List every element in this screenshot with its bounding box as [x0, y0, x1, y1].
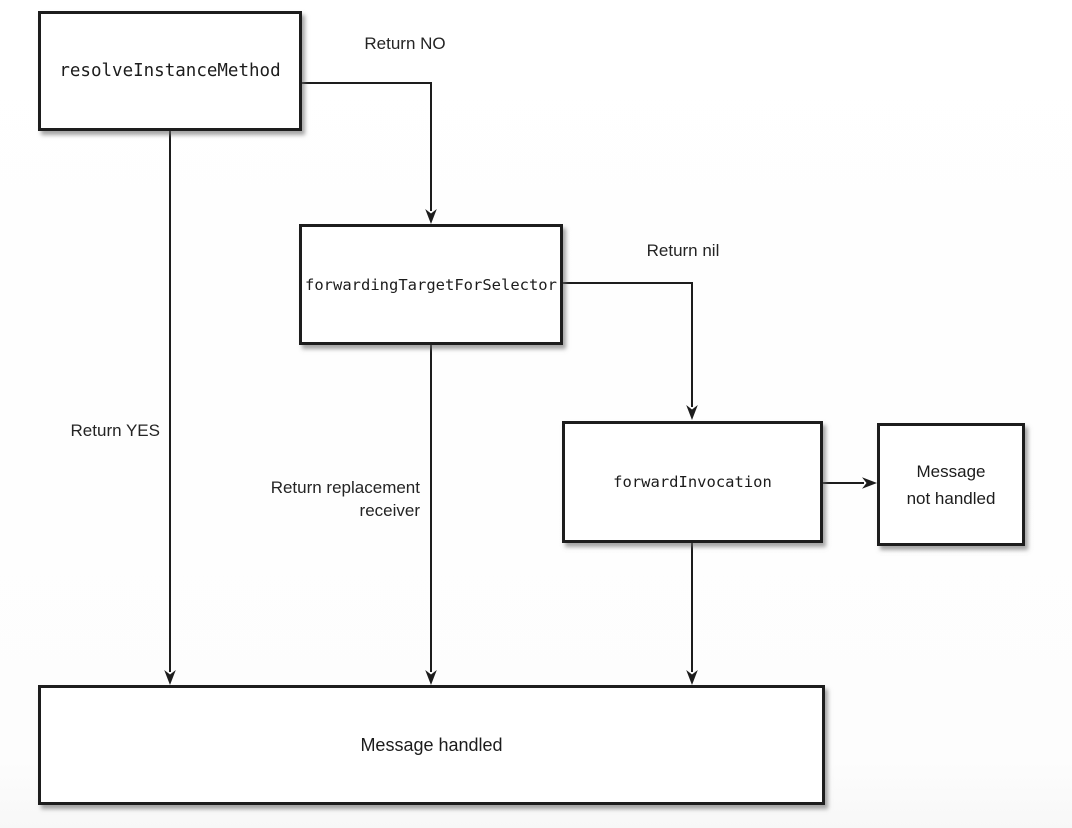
edge-label-return-nil: Return nil	[646, 241, 720, 260]
node-resolve-instance-method: resolveInstanceMethod	[38, 11, 302, 131]
edge-return-nil-line	[563, 282, 693, 407]
node-forwarding-target-for-selector-label: forwardingTargetForSelector	[305, 275, 557, 294]
node-resolve-instance-method-label: resolveInstanceMethod	[59, 61, 281, 81]
edge-label-return-replacement-receiver: Return replacement receiver	[271, 476, 420, 522]
node-message-handled-label: Message handled	[360, 734, 503, 755]
arrowhead-into-message-not-handled	[862, 477, 877, 489]
arrowhead-return-yes-into-message-handled	[164, 670, 176, 685]
arrowhead-return-replacement-into-message-handled	[425, 670, 437, 685]
edge-label-return-replacement-line1: Return replacement	[270, 478, 420, 497]
node-message-not-handled: Message not handled	[877, 423, 1025, 546]
arrowhead-forward-invocation-into-message-handled	[686, 670, 698, 685]
edge-label-return-yes: Return YES	[70, 421, 160, 440]
edge-label-return-no: Return NO	[364, 34, 446, 53]
node-forward-invocation-label: forwardInvocation	[613, 473, 772, 491]
node-message-not-handled-line2: not handled	[906, 488, 996, 508]
arrowhead-into-forwarding-target	[425, 209, 437, 224]
arrowhead-into-forward-invocation	[686, 405, 698, 420]
edge-return-no-line	[302, 82, 432, 211]
edge-label-return-replacement-line2: receiver	[359, 501, 420, 520]
node-message-handled: Message handled	[38, 685, 825, 805]
node-forward-invocation: forwardInvocation	[562, 421, 823, 543]
node-message-not-handled-line1: Message	[916, 461, 986, 481]
node-forwarding-target-for-selector: forwardingTargetForSelector	[299, 224, 563, 345]
